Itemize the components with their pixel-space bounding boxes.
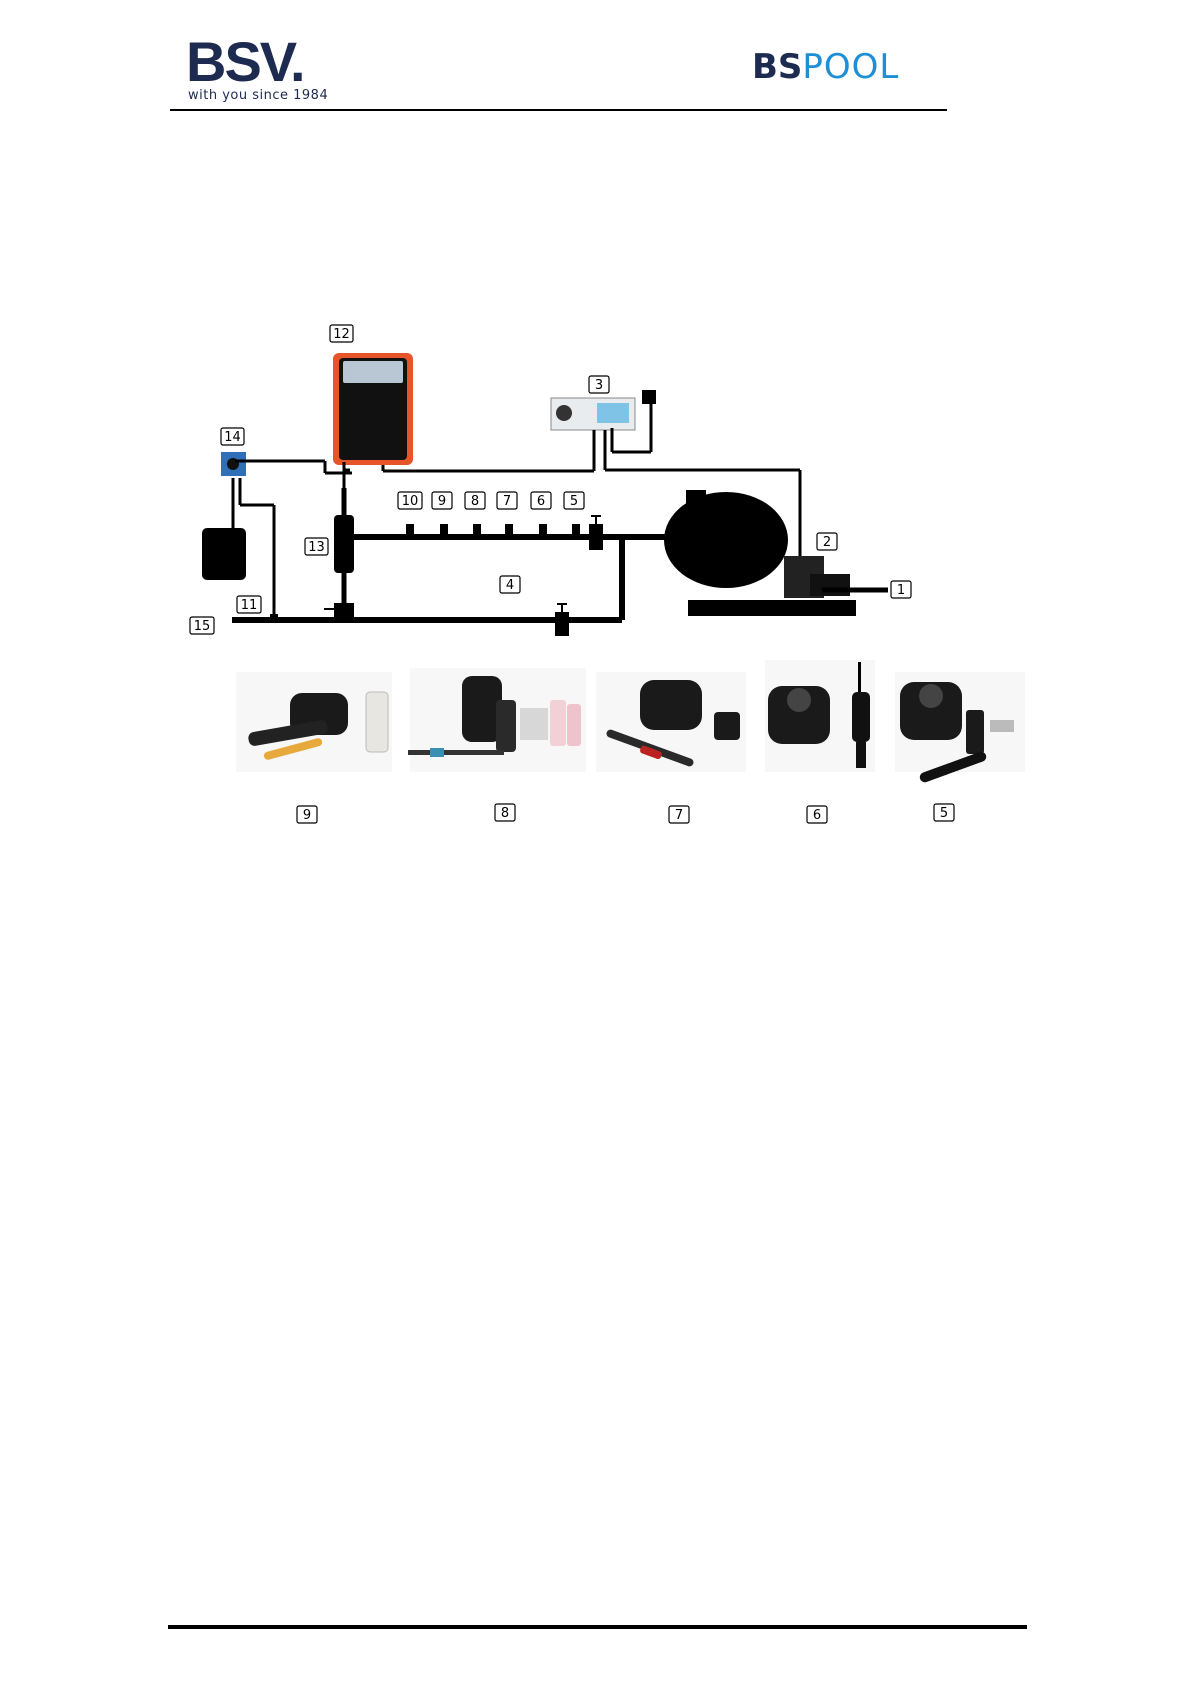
dosing-pump — [221, 452, 246, 476]
label-1: 1 — [897, 583, 905, 598]
product-label-9: 9 — [303, 808, 311, 823]
electrolysis-unit — [333, 353, 413, 465]
product-label-7: 7 — [675, 808, 683, 823]
label-12: 12 — [333, 327, 350, 342]
filter-pump — [664, 490, 856, 616]
control-box — [551, 390, 656, 430]
label-4: 4 — [506, 578, 514, 593]
label-13: 13 — [308, 540, 325, 555]
chemical-tank — [202, 528, 246, 580]
product-photo-9 — [236, 672, 392, 772]
label-11: 11 — [241, 598, 258, 613]
label-2: 2 — [823, 535, 831, 550]
footer-rule — [168, 1625, 1027, 1629]
product-label-5: 5 — [940, 806, 948, 821]
label-15: 15 — [194, 619, 211, 634]
label-10: 10 — [402, 494, 419, 509]
product-label-6: 6 — [813, 808, 821, 823]
label-7: 7 — [503, 494, 511, 509]
product-photo-6 — [765, 660, 875, 772]
label-9: 9 — [438, 494, 446, 509]
label-5: 5 — [570, 494, 578, 509]
product-label-8: 8 — [501, 806, 509, 821]
label-14: 14 — [224, 430, 241, 445]
product-photo-7 — [596, 672, 746, 772]
product-photo-5 — [895, 672, 1025, 784]
label-8: 8 — [471, 494, 479, 509]
product-photo-8 — [408, 668, 586, 772]
label-3: 3 — [595, 378, 603, 393]
label-6: 6 — [537, 494, 545, 509]
